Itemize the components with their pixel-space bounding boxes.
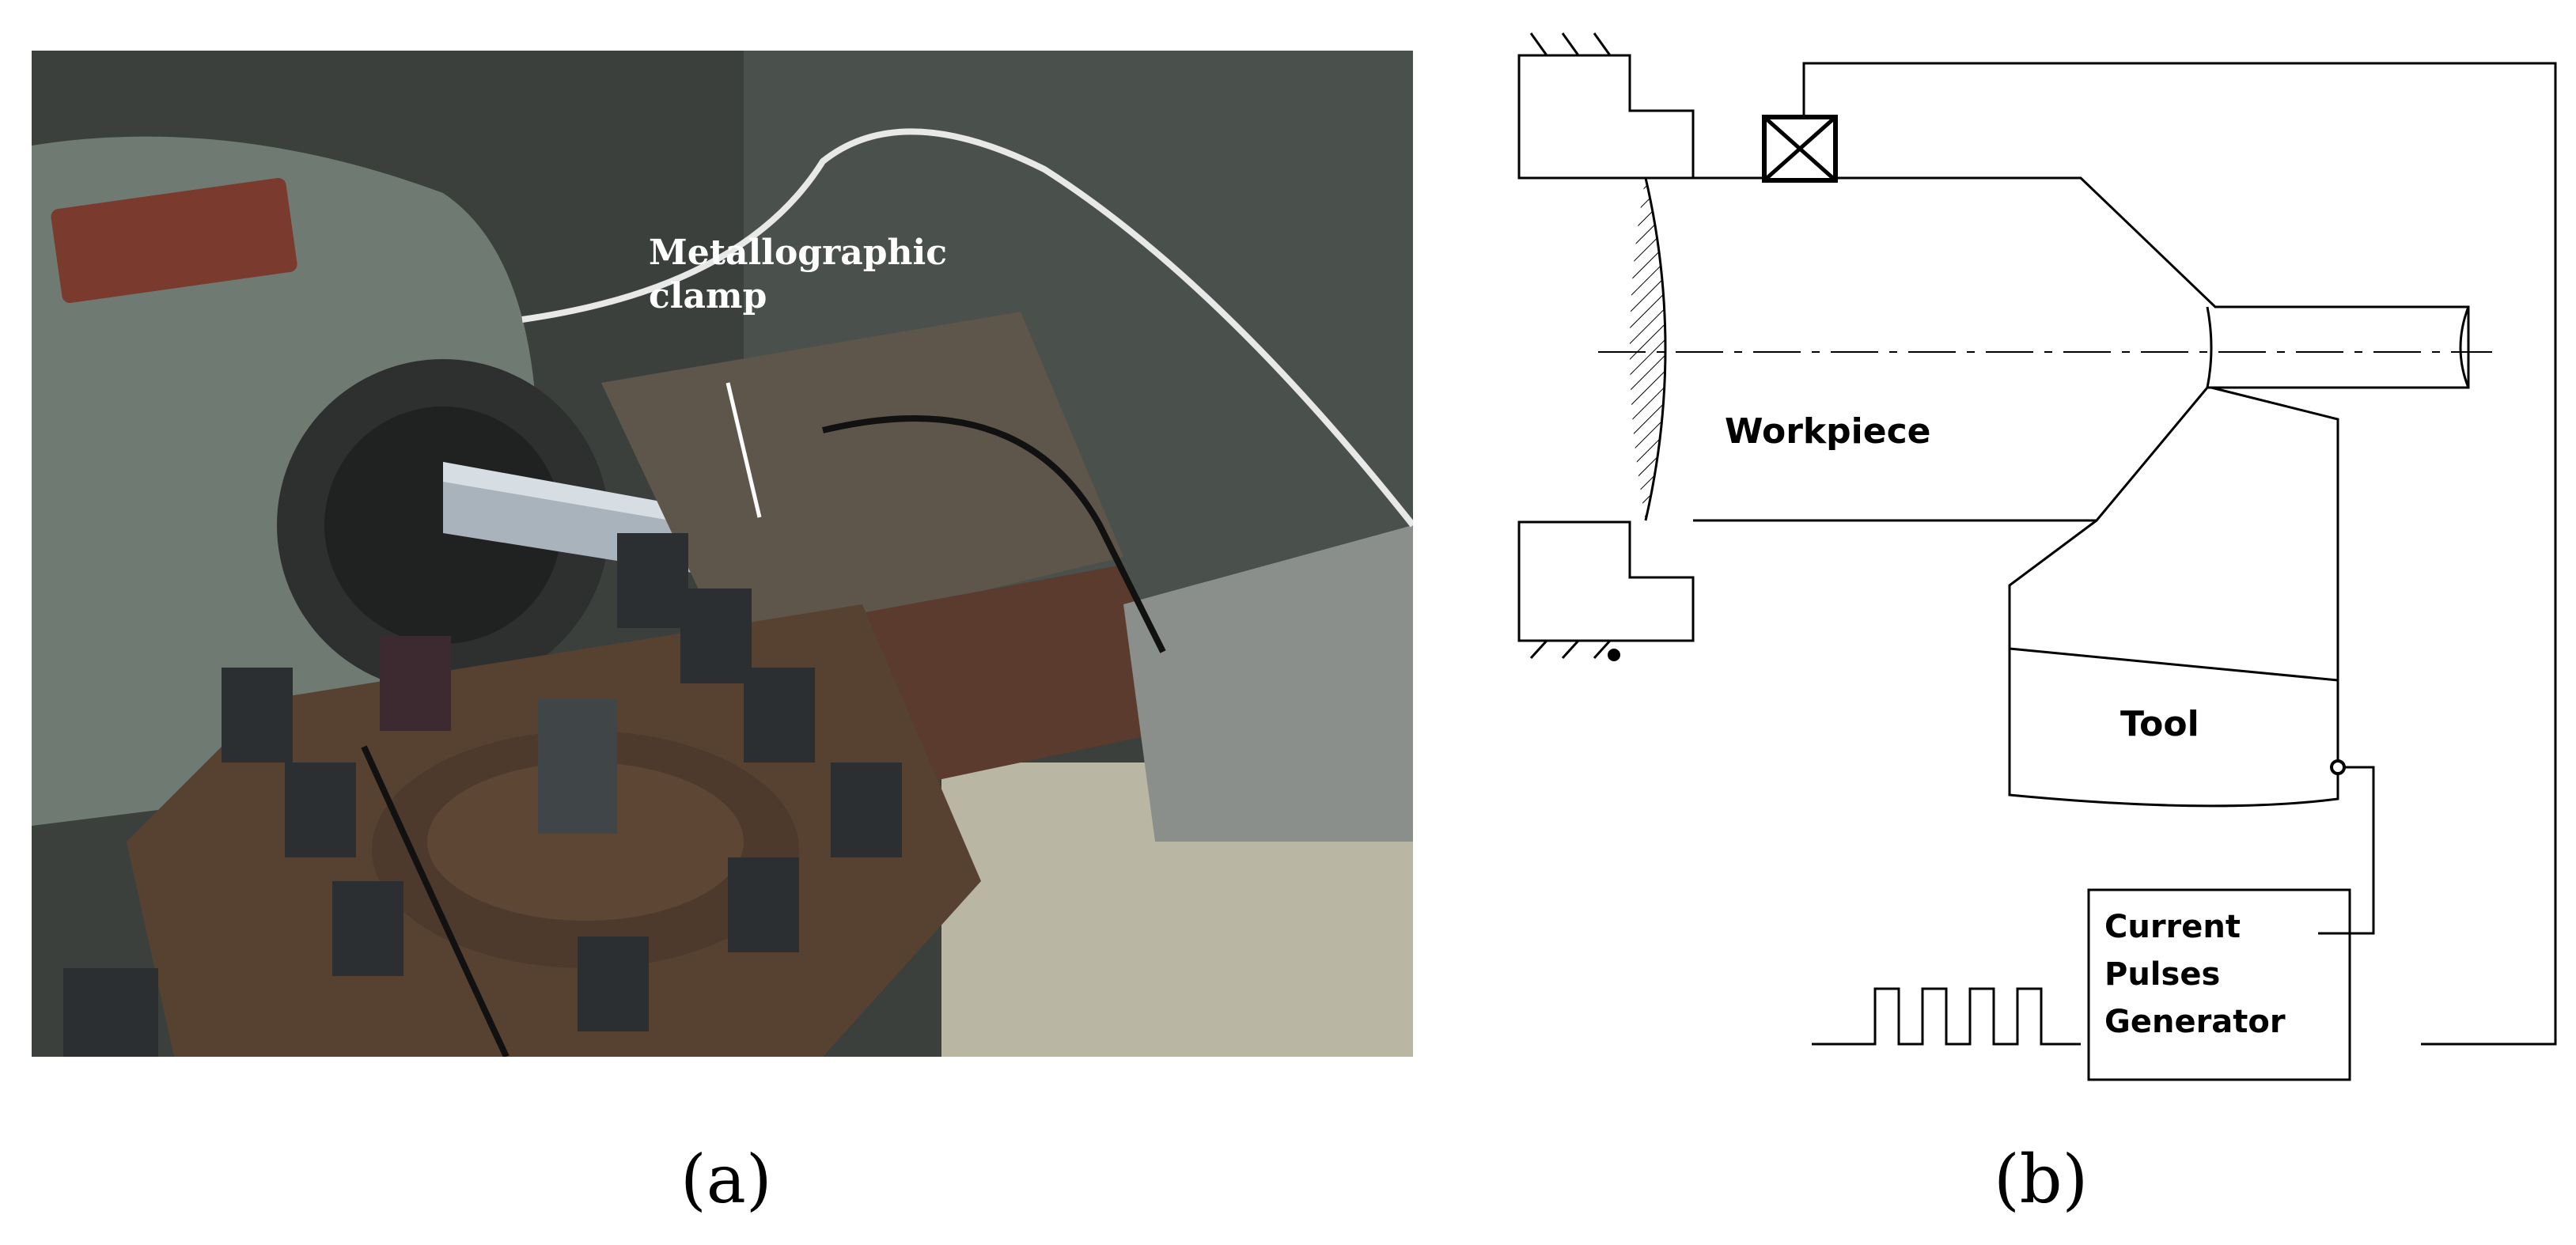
clamp-pointer-line: [725, 382, 762, 518]
lathe-photo-illustration: Metallographic clamp: [32, 51, 1413, 1057]
turret-bolt: [744, 668, 815, 763]
caption-a: (a): [680, 1141, 772, 1218]
generator-label-line2: Pulses: [2104, 956, 2220, 993]
workpiece-label: Workpiece: [1725, 411, 1931, 452]
turret-bolt: [380, 636, 451, 731]
tool-label: Tool: [2120, 704, 2199, 744]
ground-hatch-icon: [1529, 639, 1548, 660]
turret-bolt: [578, 937, 649, 1031]
white-cable: [521, 128, 1413, 528]
turret-bolt: [617, 533, 688, 628]
lathe-photo: Metallographic clamp: [32, 51, 1413, 1057]
generator-label-line1: Current: [2104, 909, 2241, 945]
clamp-label-line2: clamp: [649, 276, 767, 316]
current-collector-icon: [1762, 115, 1838, 183]
tailstock-quill: [1123, 525, 1413, 842]
turret-bolt: [831, 763, 902, 857]
upper-chuck-jaw: [1517, 54, 1695, 180]
schematic-svg: Workpiece Tool Current Pulses Generator: [1517, 32, 2557, 1081]
caption-b: (b): [1994, 1141, 2089, 1218]
wire-workpiece: [1802, 62, 2557, 1046]
ground-terminal: [1608, 649, 1620, 661]
cutting-tool: [2008, 386, 2339, 808]
ground-hatch-icon: [1529, 32, 1548, 56]
generator-label-line3: Generator: [2104, 1004, 2286, 1040]
lower-chuck-jaw: [1517, 520, 1695, 642]
wire-tool: [2318, 766, 2375, 935]
turret-bolt: [332, 881, 403, 976]
turret-bolt: [63, 968, 158, 1057]
nameplate: [51, 178, 297, 303]
tool-terminal: [2330, 759, 2346, 775]
pulse-train-icon: [1812, 987, 2081, 1046]
clamp-label-line1: Metallographic: [649, 233, 947, 273]
schematic-diagram: Workpiece Tool Current Pulses Generator: [1472, 16, 2563, 1092]
turret-bolt: [285, 763, 356, 857]
turret-bolt: [728, 857, 799, 952]
current-pulses-generator-box: [2087, 888, 2351, 1081]
turret-bolt: [222, 668, 293, 763]
turret-bolt: [680, 588, 752, 683]
workpiece-outline: [1693, 176, 2470, 522]
turret-center-post: [538, 699, 617, 834]
black-cable: [822, 415, 1166, 653]
